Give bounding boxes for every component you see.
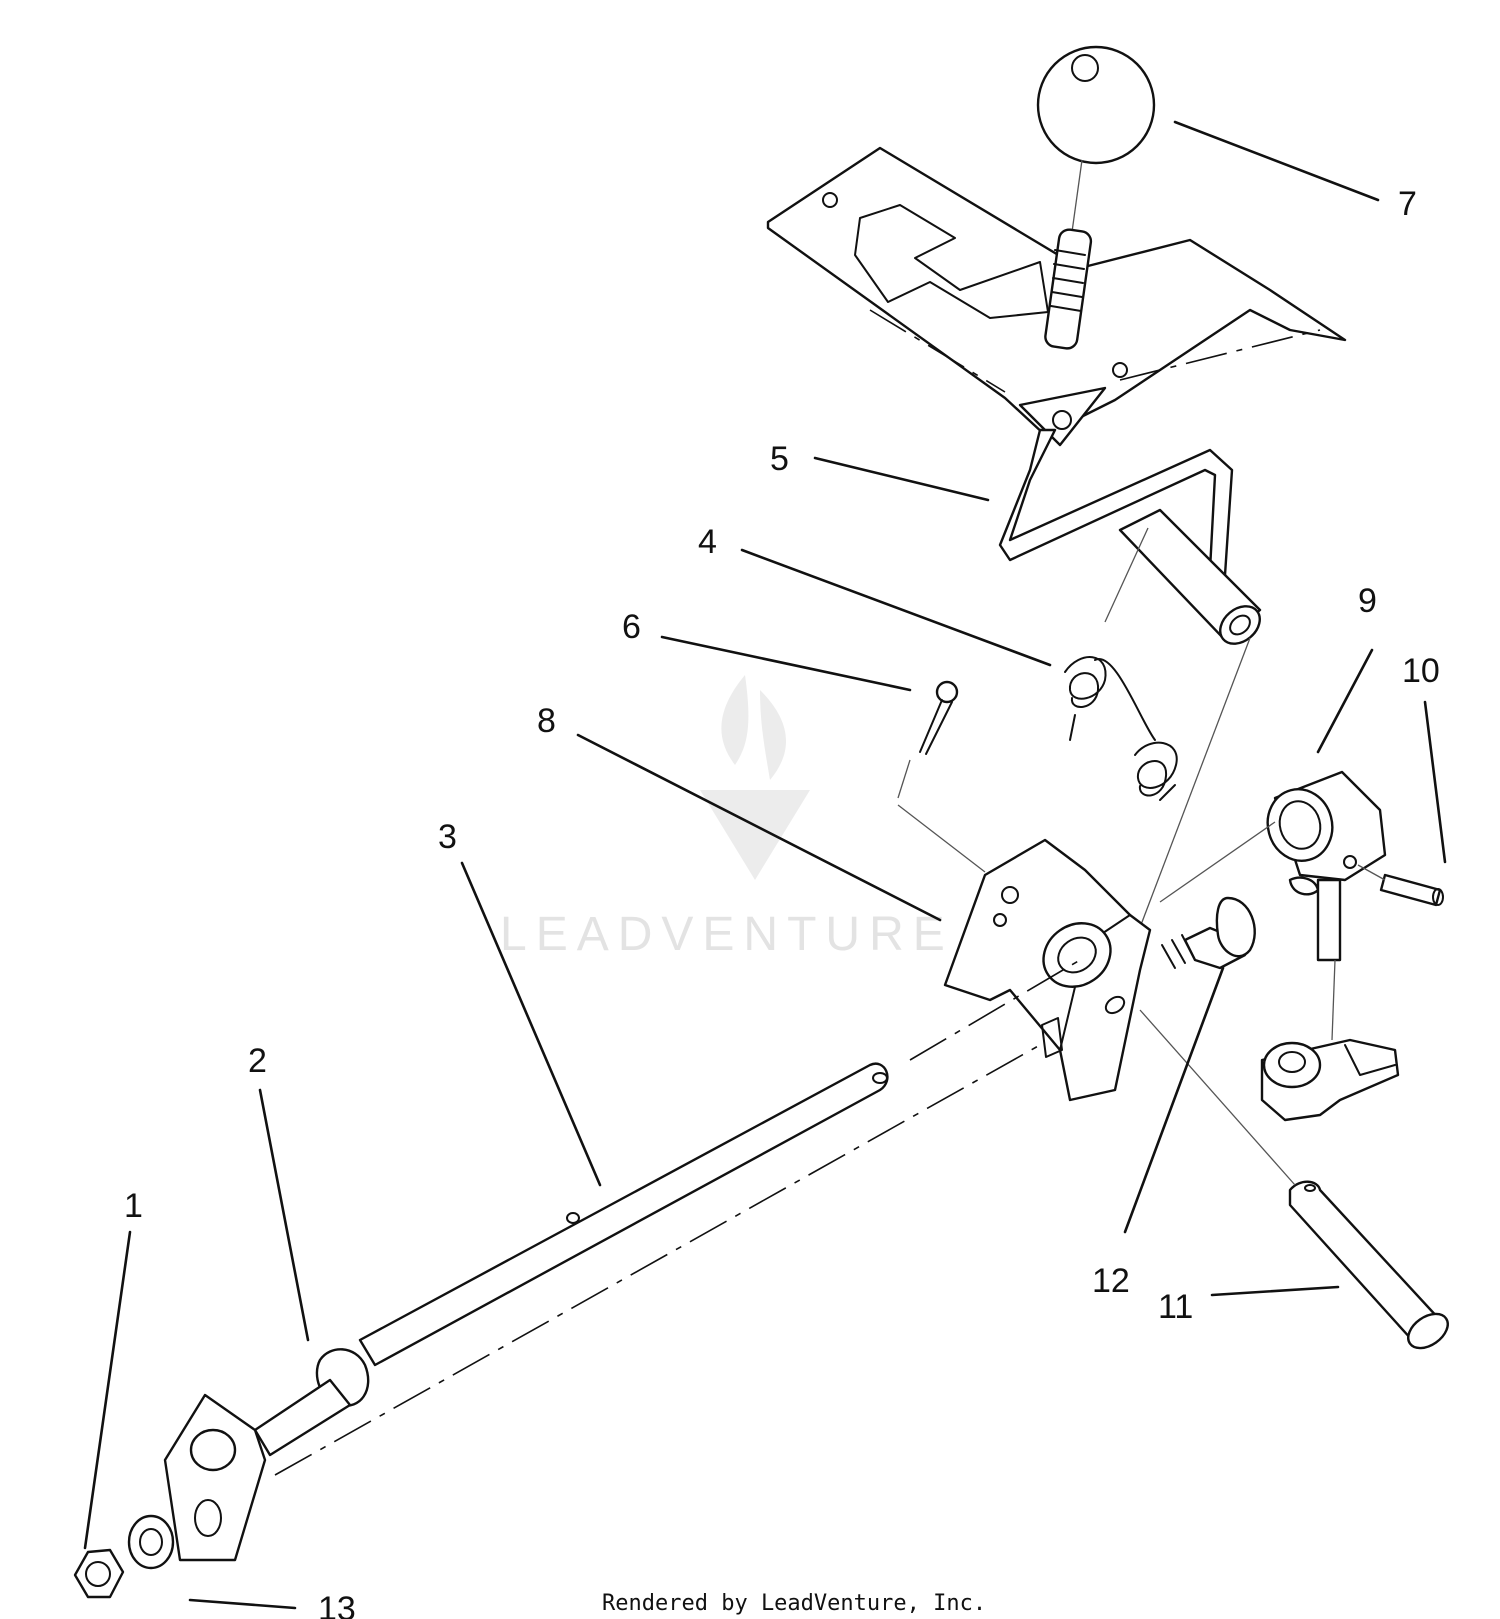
callout-8: 8: [537, 702, 556, 740]
part-7-stud: [1044, 228, 1093, 350]
part-9-lever-arm: [1260, 770, 1400, 1122]
leader-12: [1123, 966, 1225, 1234]
part-1-nut: [73, 1548, 125, 1599]
callout-9: 9: [1358, 582, 1377, 620]
watermark: LEADVENTURE: [500, 675, 954, 961]
callout-11: 11: [1158, 1288, 1193, 1326]
part-8-bracket: [943, 838, 1152, 1102]
part-10-roll-pin: [1357, 864, 1444, 907]
leader-1: [83, 1230, 132, 1550]
part-11-clevis-pin: [1139, 1009, 1449, 1350]
part-13-washer: [127, 1514, 175, 1570]
leader-10: [1423, 700, 1447, 864]
watermark-v-icon: [700, 790, 810, 880]
callout-1: 1: [124, 1187, 143, 1225]
part-12-bolt: [1161, 896, 1256, 970]
leader-5: [813, 456, 990, 502]
callout-2: 2: [248, 1042, 267, 1080]
part-2-bushing: [253, 1348, 370, 1457]
leader-9: [1316, 648, 1374, 754]
callout-6: 6: [622, 608, 641, 646]
leader-2: [258, 1088, 310, 1342]
watermark-text: LEADVENTURE: [500, 908, 954, 961]
part-lower-lever-plate: [163, 1393, 267, 1562]
leader-4: [740, 548, 1052, 667]
leader-lines: [83, 120, 1447, 1610]
leader-3: [460, 861, 602, 1187]
part-4-spring-bushing: [1064, 508, 1262, 981]
part-7-shift-knob: [1036, 45, 1156, 233]
callout-3: 3: [438, 818, 457, 856]
watermark-flame-icon: [721, 675, 749, 765]
callout-13: 13: [318, 1590, 356, 1619]
leader-7: [1173, 120, 1380, 202]
callout-labels: 7 5 4 6 8 9 10 3 2 1 12 11 13: [124, 185, 1440, 1619]
callout-7: 7: [1398, 185, 1417, 223]
callout-10: 10: [1402, 652, 1440, 690]
leader-8: [576, 733, 942, 922]
callout-5: 5: [770, 440, 789, 478]
part-3-shaft: [274, 959, 1081, 1476]
part-6-cotter-pin: [897, 680, 986, 873]
leader-13: [188, 1598, 297, 1610]
footer-credit: Rendered by LeadVenture, Inc.: [602, 1591, 986, 1616]
callout-12: 12: [1092, 1262, 1130, 1300]
leader-6: [660, 635, 912, 692]
callout-4: 4: [698, 523, 717, 561]
leader-11: [1210, 1285, 1340, 1297]
